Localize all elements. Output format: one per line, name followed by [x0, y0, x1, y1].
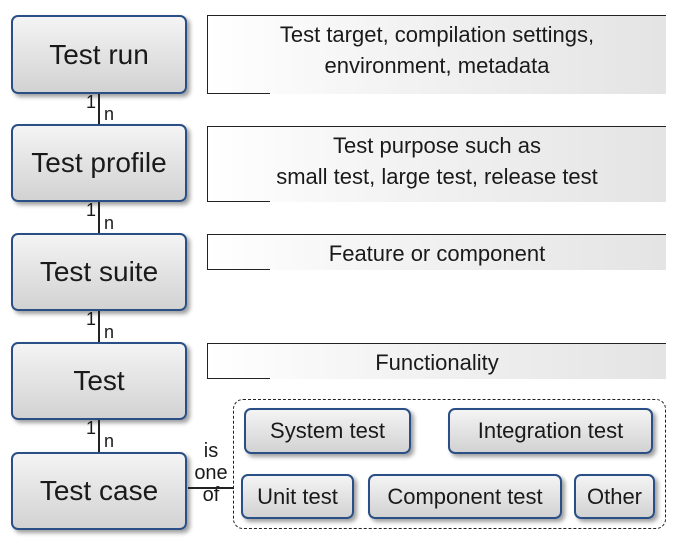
is-one-of-connector: [188, 487, 234, 489]
connector-suite-test: [98, 311, 100, 342]
other-label: Other: [586, 483, 643, 509]
connector-profile-suite: [98, 202, 100, 233]
component-test-label: Component test: [387, 483, 543, 509]
connector-run-profile: [98, 94, 100, 124]
test-note-line-1: Functionality: [375, 350, 499, 375]
cardinality-one-3: 1: [86, 309, 97, 329]
test-run-box: Test run: [11, 15, 187, 94]
test-run-note: Test target, compilation settings, envir…: [207, 15, 666, 94]
test-profile-note: Test purpose such as small test, large t…: [207, 126, 666, 202]
test-suite-note-line-1: Feature or component: [328, 241, 546, 266]
system-test-label: System test: [270, 418, 385, 443]
cardinality-one-2: 1: [86, 200, 97, 220]
cardinality-many-2: n: [104, 213, 115, 233]
cardinality-many-1: n: [104, 104, 115, 124]
test-case-box: Test case: [11, 452, 187, 530]
test-run-label: Test run: [49, 38, 149, 70]
system-test-box: System test: [244, 408, 411, 454]
component-test-box: Component test: [368, 474, 562, 519]
other-box: Other: [574, 474, 655, 519]
cardinality-one-1: 1: [86, 92, 97, 112]
test-case-label: Test case: [39, 475, 159, 506]
test-box: Test: [11, 342, 187, 420]
test-profile-box: Test profile: [11, 124, 187, 202]
test-case-types-group: [233, 399, 666, 529]
test-suite-box: Test suite: [11, 233, 187, 311]
integration-test-label: Integration test: [477, 418, 624, 443]
unit-test-box: Unit test: [241, 474, 354, 519]
integration-test-box: Integration test: [448, 408, 653, 454]
test-profile-note-line-2: small test, large test, release test: [276, 164, 598, 189]
test-profile-note-line-1: Test purpose such as: [333, 133, 541, 158]
cardinality-many-4: n: [104, 431, 115, 451]
is-one-of-line-2: one: [194, 462, 228, 484]
test-run-note-line-2: environment, metadata: [324, 53, 550, 78]
cardinality-one-4: 1: [86, 418, 97, 438]
unit-test-label: Unit test: [257, 483, 338, 509]
test-label: Test: [73, 365, 125, 396]
is-one-of-label: is one of: [188, 440, 234, 506]
test-suite-note: Feature or component: [207, 234, 666, 270]
test-note: Functionality: [207, 343, 666, 379]
connector-test-testcase: [98, 420, 100, 452]
is-one-of-line-3: of: [202, 484, 220, 506]
test-run-note-line-1: Test target, compilation settings,: [279, 22, 595, 47]
cardinality-many-3: n: [104, 322, 115, 342]
test-profile-label: Test profile: [31, 147, 167, 178]
is-one-of-line-1: is: [203, 440, 219, 462]
test-suite-label: Test suite: [39, 256, 159, 287]
